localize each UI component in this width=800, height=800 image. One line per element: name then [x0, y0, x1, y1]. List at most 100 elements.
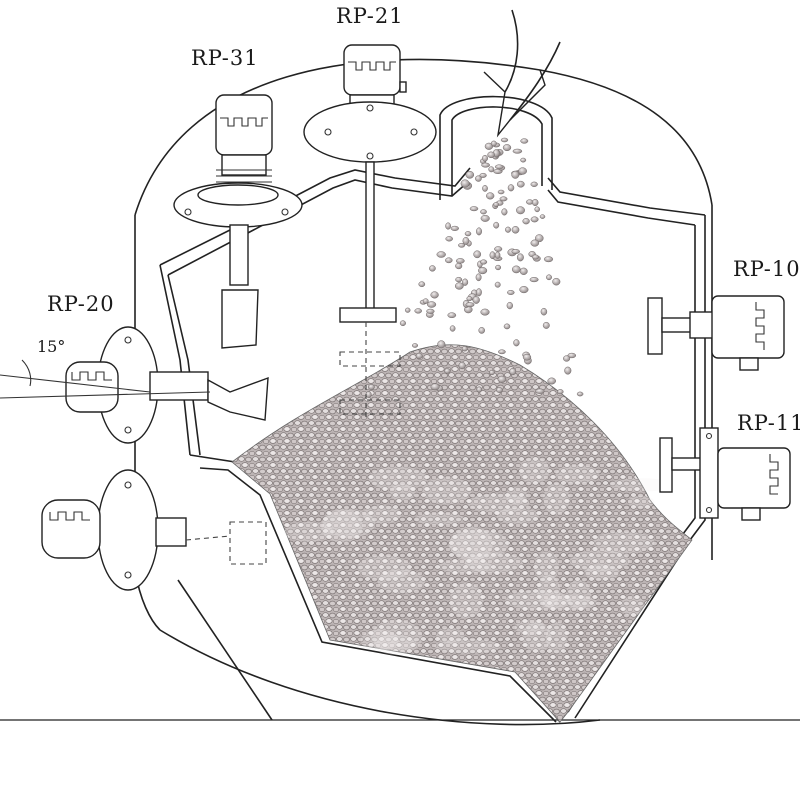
falling-grain	[466, 296, 473, 302]
falling-grain	[542, 321, 550, 329]
pile-highlight	[321, 509, 363, 543]
falling-grain	[495, 264, 502, 271]
pile-highlight	[546, 621, 568, 654]
falling-grain	[557, 389, 564, 395]
rp31-sensor	[173, 94, 303, 349]
pile-highlight	[566, 579, 592, 610]
falling-grain	[445, 257, 453, 264]
falling-grain	[493, 202, 499, 207]
falling-grain	[540, 307, 548, 316]
falling-grain	[516, 180, 525, 188]
falling-grain	[479, 172, 487, 178]
falling-grain	[465, 170, 475, 179]
falling-grain	[497, 189, 505, 195]
falling-grain	[455, 262, 463, 270]
falling-grain	[511, 265, 521, 274]
falling-grain	[422, 298, 429, 304]
falling-grain	[445, 236, 453, 242]
falling-grain	[480, 214, 490, 222]
falling-grain	[530, 239, 540, 247]
rp11-sensor	[659, 427, 791, 521]
falling-grain	[464, 231, 472, 237]
falling-grain	[488, 369, 495, 376]
falling-grain	[455, 276, 463, 283]
falling-grain	[481, 162, 490, 168]
falling-grain	[509, 368, 517, 376]
falling-grain	[494, 164, 504, 170]
falling-grain	[414, 308, 422, 314]
pile-highlight	[449, 526, 493, 562]
falling-grain	[458, 361, 466, 370]
pile-highlight	[467, 493, 530, 513]
pile-highlight	[593, 531, 655, 554]
falling-grain	[480, 259, 488, 265]
falling-grain	[444, 368, 451, 374]
falling-grain	[547, 377, 556, 385]
inflow-arrow-icon	[483, 9, 561, 138]
label-rp21: RP-21	[336, 4, 404, 28]
falling-grain	[473, 250, 482, 259]
falling-grain	[450, 225, 459, 231]
falling-grain	[462, 236, 470, 245]
pile-highlight	[323, 509, 376, 538]
falling-grain	[461, 346, 468, 352]
pile-highlight	[377, 569, 425, 594]
falling-grain	[539, 214, 546, 219]
pile-highlight	[357, 555, 412, 581]
pile-highlight	[628, 495, 655, 509]
pile-highlight	[542, 595, 598, 611]
falling-grain	[503, 323, 511, 330]
pile-highlight	[505, 589, 571, 611]
falling-grain	[469, 206, 479, 212]
falling-grain	[486, 192, 495, 200]
falling-grain	[543, 256, 554, 263]
falling-grain	[472, 296, 480, 304]
falling-grain	[494, 246, 503, 252]
pile-highlight	[438, 559, 492, 574]
falling-grain	[487, 151, 495, 159]
falling-grain	[531, 254, 540, 260]
falling-grain	[495, 387, 503, 393]
falling-grain	[480, 209, 487, 215]
pile-highlight	[436, 627, 465, 644]
label-rp31: RP-31	[191, 46, 259, 70]
falling-grain	[482, 154, 488, 162]
pile-highlight	[522, 622, 552, 653]
falling-grain	[497, 375, 507, 383]
falling-grain	[418, 281, 426, 288]
falling-grain	[436, 251, 446, 258]
falling-grain	[505, 226, 511, 233]
pile-highlight	[534, 551, 560, 582]
rp21-sensor	[303, 44, 437, 420]
falling-grain	[531, 198, 539, 207]
pile-highlight	[360, 629, 399, 651]
falling-grain	[445, 222, 451, 230]
pile-highlight	[464, 552, 524, 573]
falling-grain	[475, 175, 482, 182]
falling-grain	[426, 308, 435, 314]
pile-highlight	[414, 512, 465, 525]
falling-grain	[530, 181, 538, 187]
falling-grain	[499, 196, 508, 202]
falling-grain	[546, 274, 552, 281]
falling-grain	[476, 227, 482, 236]
falling-grain	[429, 265, 436, 272]
falling-grain	[368, 384, 375, 390]
falling-grain	[465, 302, 475, 308]
falling-grain	[516, 253, 524, 262]
falling-grain	[475, 288, 482, 297]
pile-highlight	[448, 529, 509, 560]
falling-grain	[534, 206, 540, 213]
falling-grain	[564, 366, 572, 375]
pile-highlight	[519, 457, 550, 484]
label-rp10: RP-10	[733, 257, 800, 281]
pile-highlight	[374, 634, 417, 652]
falling-grain	[513, 339, 520, 347]
falling-material-stream	[365, 137, 584, 398]
pile-highlight	[537, 574, 561, 608]
falling-grain	[506, 301, 513, 310]
pile-highlight	[506, 487, 528, 505]
pile-highlight	[434, 638, 501, 654]
pile-highlight	[569, 549, 630, 572]
pile-highlight	[422, 477, 472, 505]
